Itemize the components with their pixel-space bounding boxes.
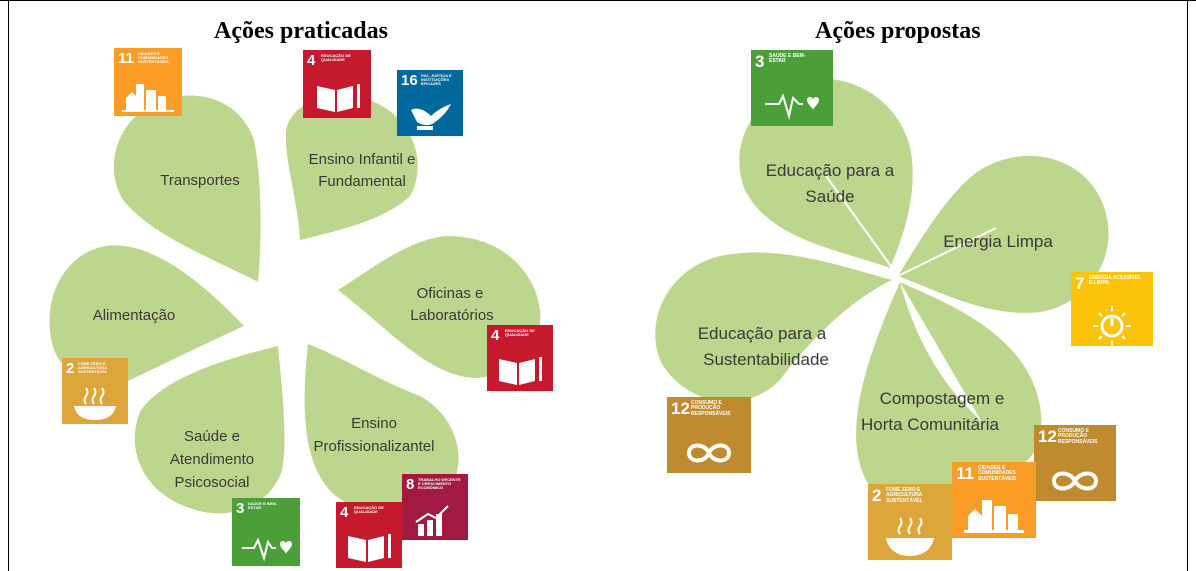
infinity-icon [686, 443, 732, 463]
label-educacao-saude-line1: Educação para a [766, 161, 895, 180]
sdg-3-icon: 3 Saúde e bem-estar [751, 50, 833, 126]
sdg-number: 12 [1038, 427, 1057, 446]
sdg-caption: Paz, justiça e instituições eficazes [421, 73, 452, 87]
sdg-4-icon: 4 Educação de qualidade [303, 50, 371, 118]
label-energia-limpa: Energia Limpa [943, 232, 1053, 251]
sdg-caption: Consumo e produção responsáveis [1058, 428, 1098, 445]
label-ensino-infantil-line2: Fundamental [318, 173, 406, 190]
city-icon [122, 84, 174, 112]
label-saude-line1: Saúde e [184, 428, 240, 445]
infinity-icon [1051, 471, 1099, 491]
petal-ensino-infantil [285, 94, 418, 240]
sdg-8-icon: 8 Trabalho decente e crescimento econômi… [402, 474, 468, 540]
divider-line-1 [825, 175, 899, 277]
sdg-number: 4 [491, 327, 500, 344]
sdg-number: 4 [340, 504, 349, 521]
sdg-caption: Educação de qualidade [505, 328, 535, 338]
book-icon [317, 84, 360, 112]
growth-chart-icon [415, 505, 449, 536]
sdg-number: 11 [118, 50, 134, 67]
label-compostagem-line1: Compostagem e [880, 389, 1005, 408]
book-icon [348, 534, 391, 562]
label-oficinas-line1: Oficinas e [417, 285, 484, 302]
label-transportes: Transportes [160, 172, 239, 189]
sdg-caption: Fome zero e agricultura sustentável [886, 487, 923, 504]
label-educacao-sust-line1: Educação para a [698, 324, 827, 343]
right-border [1187, 0, 1188, 571]
sdg-4-icon: 4 Educação de qualidade [487, 325, 553, 391]
sdg-number: 16 [401, 72, 418, 89]
sdg-caption: Saúde e bem-estar [248, 501, 278, 511]
city-icon [964, 500, 1024, 533]
sdg-number: 3 [755, 52, 765, 71]
label-oficinas-line2: Laboratórios [410, 307, 493, 324]
label-ensino-prof-line1: Ensino [351, 415, 397, 432]
sdg-caption: Cidades e comunidades sustentáveis [978, 465, 1017, 482]
sdg-2-icon: 2 Fome zero e agricultura sustentável [62, 358, 128, 424]
heartbeat-icon [765, 93, 819, 120]
sdg-3-icon: 3 Saúde e bem-estar [232, 498, 300, 566]
sdg-7-icon: 7 Energia acessível e limpa [1071, 272, 1153, 346]
sdg-number: 4 [307, 52, 316, 69]
petal-saude [134, 346, 285, 514]
sdg-12-icon: 12 Consumo e produção responsáveis [1034, 425, 1116, 501]
petal-energia-limpa [898, 155, 1109, 313]
label-ensino-prof-line2: Profissionalizantel [314, 438, 435, 455]
sdg-12-icon: 12 Consumo e produção responsáveis [667, 397, 751, 473]
label-saude-line3: Psicosocial [174, 474, 249, 491]
sdg-2-icon: 2 Fome zero e agricultura sustentável [868, 484, 952, 560]
left-panel-title: Ações praticadas [214, 18, 388, 44]
sdg-caption: Educação de qualidade [354, 505, 384, 515]
sdg-number: 12 [671, 399, 690, 418]
sdg-caption: Consumo e produção responsáveis [691, 400, 731, 417]
label-ensino-infantil-line1: Ensino Infantil e [309, 151, 416, 168]
left-border [8, 0, 9, 571]
petal-educacao-saude [739, 78, 913, 268]
sdg-number: 3 [236, 500, 245, 517]
book-icon [499, 357, 542, 385]
sdg-caption: Educação de qualidade [321, 53, 351, 63]
sdg-11-icon: 11 Cidades e comunidades sustentáveis [114, 48, 182, 116]
dove-icon [411, 104, 451, 130]
label-saude-line2: Atendimento [170, 451, 254, 468]
left-flower-diagram: Transportes Ensino Infantil e Fundamenta… [49, 94, 541, 514]
bowl-icon [886, 517, 934, 556]
petal-educacao-sustentabilidade [655, 252, 892, 402]
label-alimentacao: Alimentação [93, 307, 176, 324]
sdg-number: 2 [872, 486, 882, 505]
sdg-number: 7 [1075, 274, 1085, 293]
sdg-4-icon: 4 Educação de qualidade [336, 502, 402, 568]
label-compostagem-line2: Horta Comunitária [861, 415, 999, 434]
petal-ensino-profissionalizante [304, 344, 459, 513]
petal-alimentacao [49, 245, 244, 385]
divider-line-2 [897, 227, 997, 277]
sdg-caption: Fome zero e agricultura sustentável [78, 361, 108, 375]
sdg-caption: Trabalho decente e crescimento econômico [418, 477, 461, 491]
sdg-caption: Energia acessível e limpa [1089, 275, 1142, 287]
right-panel-title: Ações propostas [815, 18, 981, 44]
sdg-caption: Cidades e comunidades sustentáveis [138, 51, 169, 65]
label-educacao-sust-line2: Sustentabilidade [703, 350, 829, 369]
petal-transportes [113, 95, 261, 282]
sdg-number: 2 [66, 360, 75, 377]
sdg-number: 11 [956, 464, 974, 483]
top-border [0, 0, 1196, 1]
bowl-icon [74, 387, 116, 420]
sun-power-icon [1093, 306, 1131, 345]
sdg-16-icon: 16 Paz, justiça e instituições eficazes [397, 70, 463, 136]
sdg-caption: Saúde e bem-estar [769, 53, 806, 65]
sdg-number: 8 [406, 476, 415, 493]
heartbeat-icon [242, 537, 292, 562]
sdg-11-icon: 11 Cidades e comunidades sustentáveis [952, 462, 1036, 538]
label-educacao-saude-line2: Saúde [805, 187, 854, 206]
